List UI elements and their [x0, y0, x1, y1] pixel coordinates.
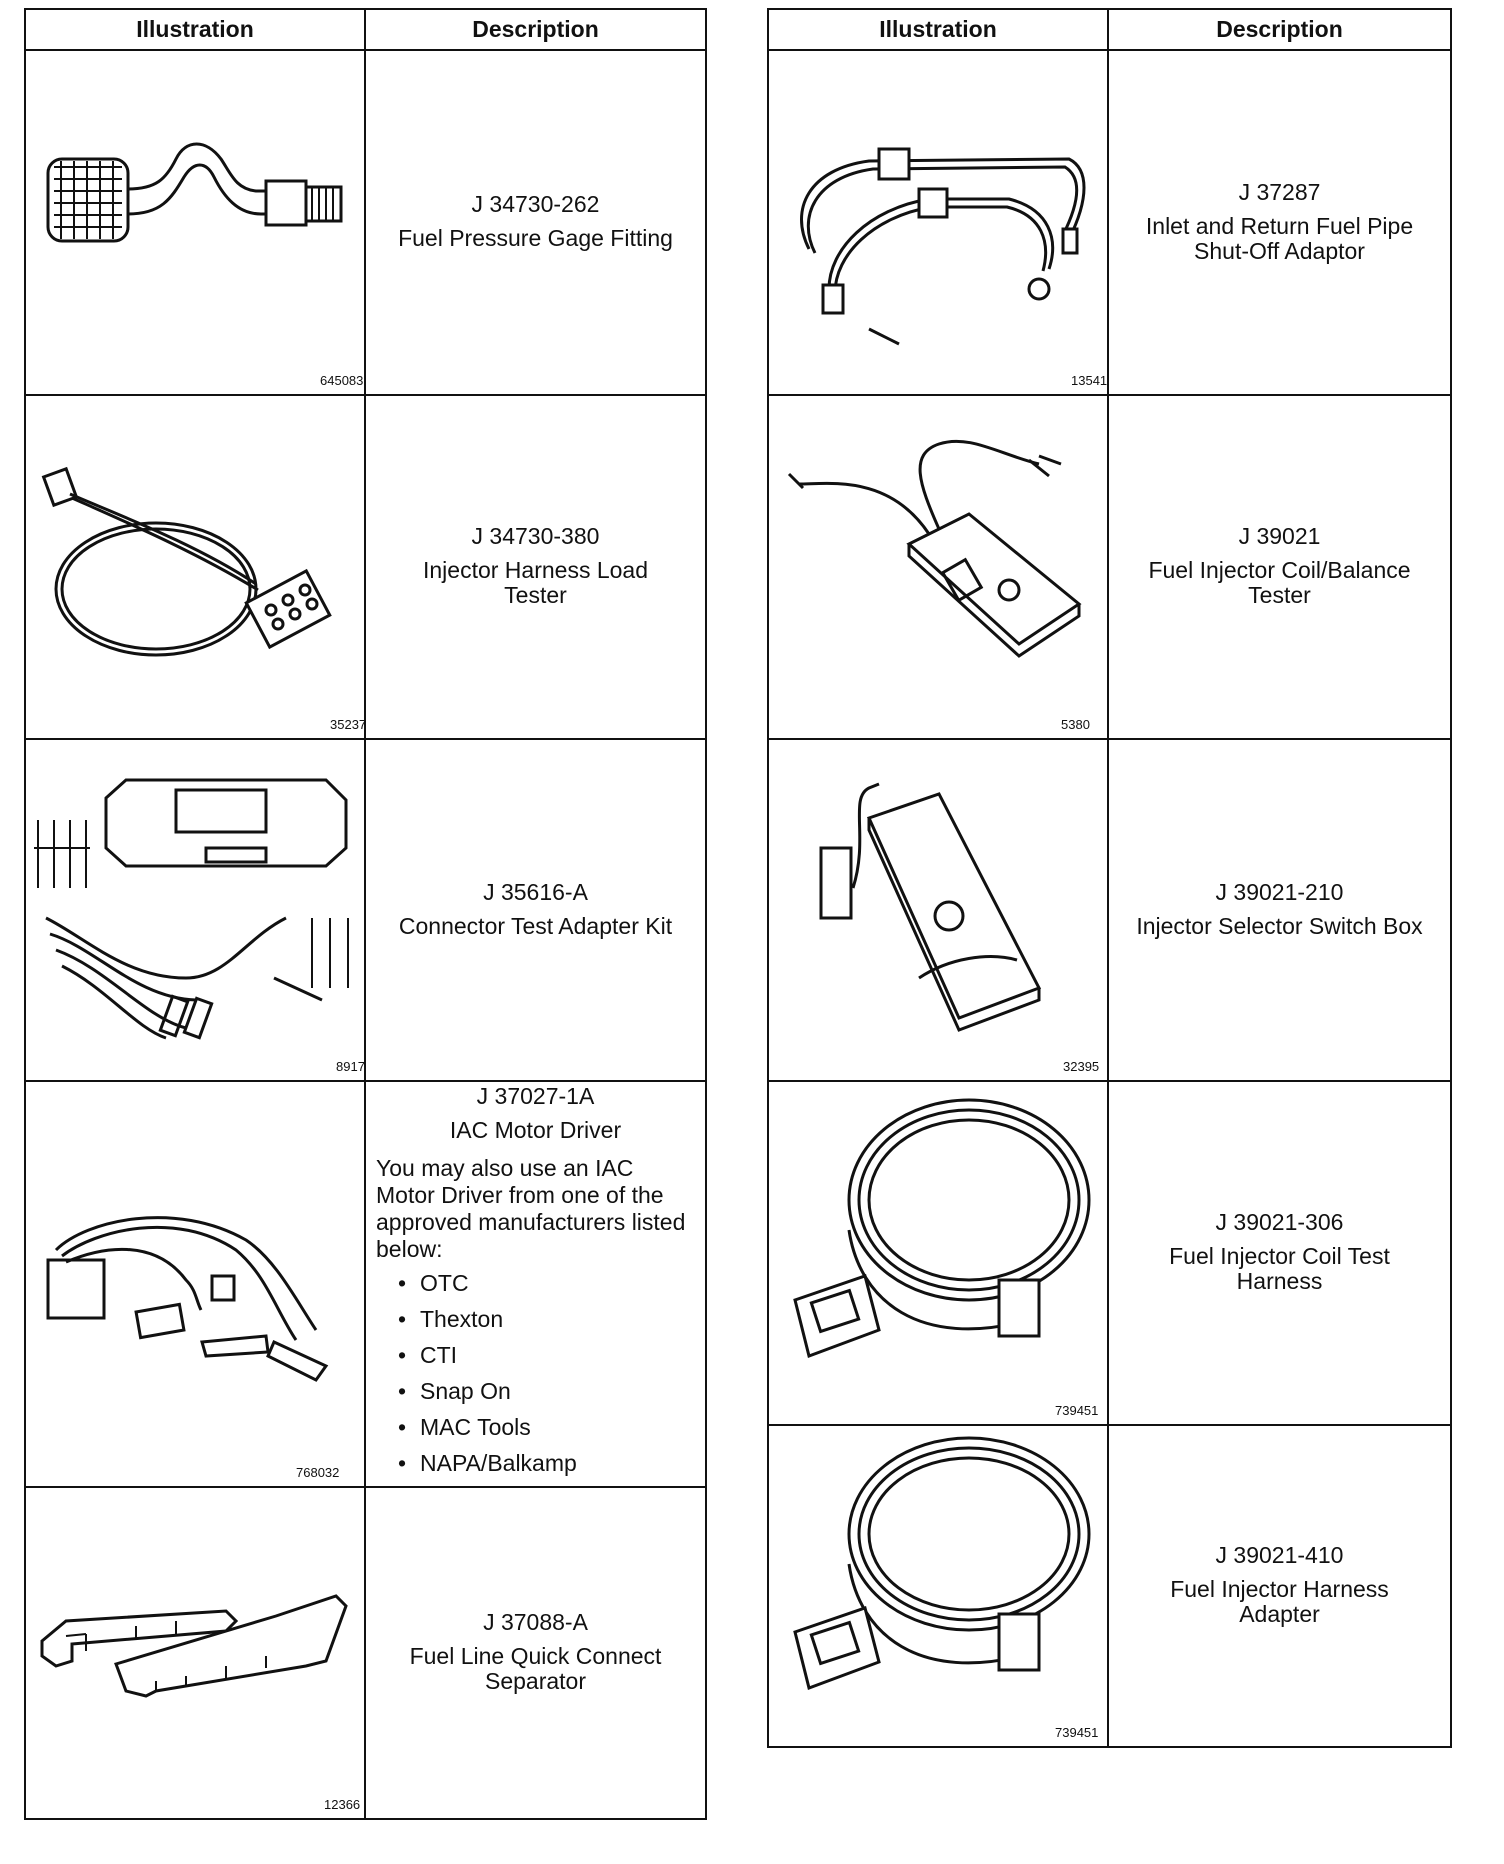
- tool-row: J 35616-A Connector Test Adapter Kit 891…: [26, 738, 705, 1082]
- tool-name: Inlet and Return Fuel Pipe Shut-Off Adap…: [1145, 212, 1414, 264]
- description-cell: J 39021 Fuel Injector Coil/Balance Teste…: [1109, 394, 1450, 738]
- illustration-header: Illustration: [136, 16, 254, 42]
- description-cell: J 35616-A Connector Test Adapter Kit: [366, 738, 705, 1080]
- part-number: J 39021-210: [1215, 878, 1344, 905]
- description-cell: J 37088-A Fuel Line Quick Connect Separa…: [366, 1486, 705, 1818]
- manufacturer-note: You may also use an IAC Motor Driver fro…: [376, 1155, 686, 1262]
- separator-illustration: [26, 1486, 364, 1818]
- description-header: Description: [472, 16, 599, 42]
- illustration-cell: [769, 738, 1107, 1080]
- illustration-cell: [769, 1424, 1107, 1746]
- part-number: J 35616-A: [483, 878, 588, 905]
- description-cell: J 39021-410 Fuel Injector Harness Adapte…: [1109, 1424, 1450, 1746]
- illustration-cell: [26, 738, 364, 1080]
- tool-row: J 39021-410 Fuel Injector Harness Adapte…: [769, 1424, 1450, 1746]
- part-number: J 37088-A: [483, 1609, 588, 1635]
- description-cell: J 39021-210 Injector Selector Switch Box: [1109, 738, 1450, 1080]
- adapter-kit-illustration: [26, 738, 364, 1080]
- part-number: J 34730-380: [471, 523, 600, 549]
- tool-row: J 37287 Inlet and Return Fuel Pipe Shut-…: [769, 49, 1450, 396]
- list-item: OTC: [398, 1265, 705, 1301]
- figure-number: 32395: [1063, 1059, 1100, 1074]
- tool-name: Fuel Line Quick Connect Separator: [409, 1643, 662, 1694]
- description-cell: J 37287 Inlet and Return Fuel Pipe Shut-…: [1109, 49, 1450, 394]
- tool-table-left: Illustration Description J 34730-262 Fue…: [24, 8, 707, 1820]
- tool-table-right: Illustration Description J 37287 Inlet a…: [767, 8, 1452, 1748]
- tool-name: Fuel Injector Harness Adapter: [1170, 1576, 1389, 1627]
- description-header: Description: [1216, 16, 1343, 42]
- description-cell: J 34730-380 Injector Harness Load Tester: [366, 394, 705, 738]
- table-header: Illustration Description: [769, 10, 1450, 51]
- load-tester-illustration: [26, 394, 364, 738]
- tool-name: Fuel Injector Coil Test Harness: [1169, 1243, 1390, 1294]
- description-cell: J 39021-306 Fuel Injector Coil Test Harn…: [1109, 1080, 1450, 1424]
- figure-number: 5380: [1061, 717, 1090, 732]
- tool-name: Fuel Injector Coil/Balance Tester: [1148, 557, 1411, 608]
- illustration-header: Illustration: [879, 16, 997, 42]
- figure-number: 8917: [336, 1059, 365, 1074]
- illustration-cell: [26, 49, 364, 394]
- figure-number: 739451: [1055, 1725, 1099, 1740]
- figure-number: 739451: [1055, 1403, 1099, 1418]
- figure-number: 645083: [320, 373, 364, 388]
- tool-name: Connector Test Adapter Kit: [398, 912, 673, 939]
- tool-name: IAC Motor Driver: [449, 1117, 622, 1143]
- illustration-cell: [26, 394, 364, 738]
- illustration-cell: [26, 1080, 364, 1486]
- gage-fitting-illustration: [26, 49, 364, 394]
- tool-name: Fuel Pressure Gage Fitting: [398, 225, 673, 251]
- tool-row: J 39021-306 Fuel Injector Coil Test Harn…: [769, 1080, 1450, 1426]
- description-cell: J 34730-262 Fuel Pressure Gage Fitting: [366, 49, 705, 394]
- list-item: Thexton: [398, 1301, 705, 1337]
- part-number: J 39021: [1238, 523, 1321, 549]
- illustration-cell: [26, 1486, 364, 1818]
- figure-number: 12366: [324, 1797, 361, 1812]
- description-cell: J 37027-1A IAC Motor Driver You may also…: [366, 1080, 705, 1486]
- shut-off-adaptor-illustration: [769, 49, 1107, 394]
- part-number: J 37027-1A: [476, 1083, 595, 1109]
- list-item: Snap On: [398, 1373, 705, 1409]
- part-number: J 39021-410: [1215, 1542, 1344, 1568]
- switch-box-illustration: [769, 738, 1107, 1080]
- illustration-cell: [769, 394, 1107, 738]
- coil-test-harness-illustration: [769, 1080, 1107, 1424]
- tool-name: Injector Harness Load Tester: [422, 557, 648, 608]
- figure-number: 768032: [296, 1465, 340, 1480]
- iac-driver-illustration: [26, 1080, 364, 1486]
- tool-row: J 34730-380 Injector Harness Load Tester…: [26, 394, 705, 740]
- tool-row: J 39021 Fuel Injector Coil/Balance Teste…: [769, 394, 1450, 740]
- list-item: MAC Tools: [398, 1409, 705, 1445]
- tool-row: J 39021-210 Injector Selector Switch Box…: [769, 738, 1450, 1082]
- illustration-cell: [769, 1080, 1107, 1424]
- tool-row: J 37027-1A IAC Motor Driver You may also…: [26, 1080, 705, 1488]
- figure-number: 35237: [330, 717, 367, 732]
- tool-row: J 37088-A Fuel Line Quick Connect Separa…: [26, 1486, 705, 1818]
- list-item: NAPA/Balkamp: [398, 1445, 705, 1481]
- harness-adapter-illustration: [769, 1424, 1107, 1746]
- part-number: J 39021-306: [1215, 1209, 1344, 1235]
- part-number: J 37287: [1238, 178, 1321, 205]
- tool-name: Injector Selector Switch Box: [1136, 912, 1423, 939]
- illustration-cell: [769, 49, 1107, 394]
- figure-number: 13541: [1071, 373, 1108, 388]
- list-item: CTI: [398, 1337, 705, 1373]
- manufacturer-list: OTC Thexton CTI Snap On MAC Tools NAPA/B…: [366, 1265, 705, 1481]
- balance-tester-illustration: [769, 394, 1107, 738]
- part-number: J 34730-262: [471, 191, 600, 217]
- tool-row: J 34730-262 Fuel Pressure Gage Fitting 6…: [26, 49, 705, 396]
